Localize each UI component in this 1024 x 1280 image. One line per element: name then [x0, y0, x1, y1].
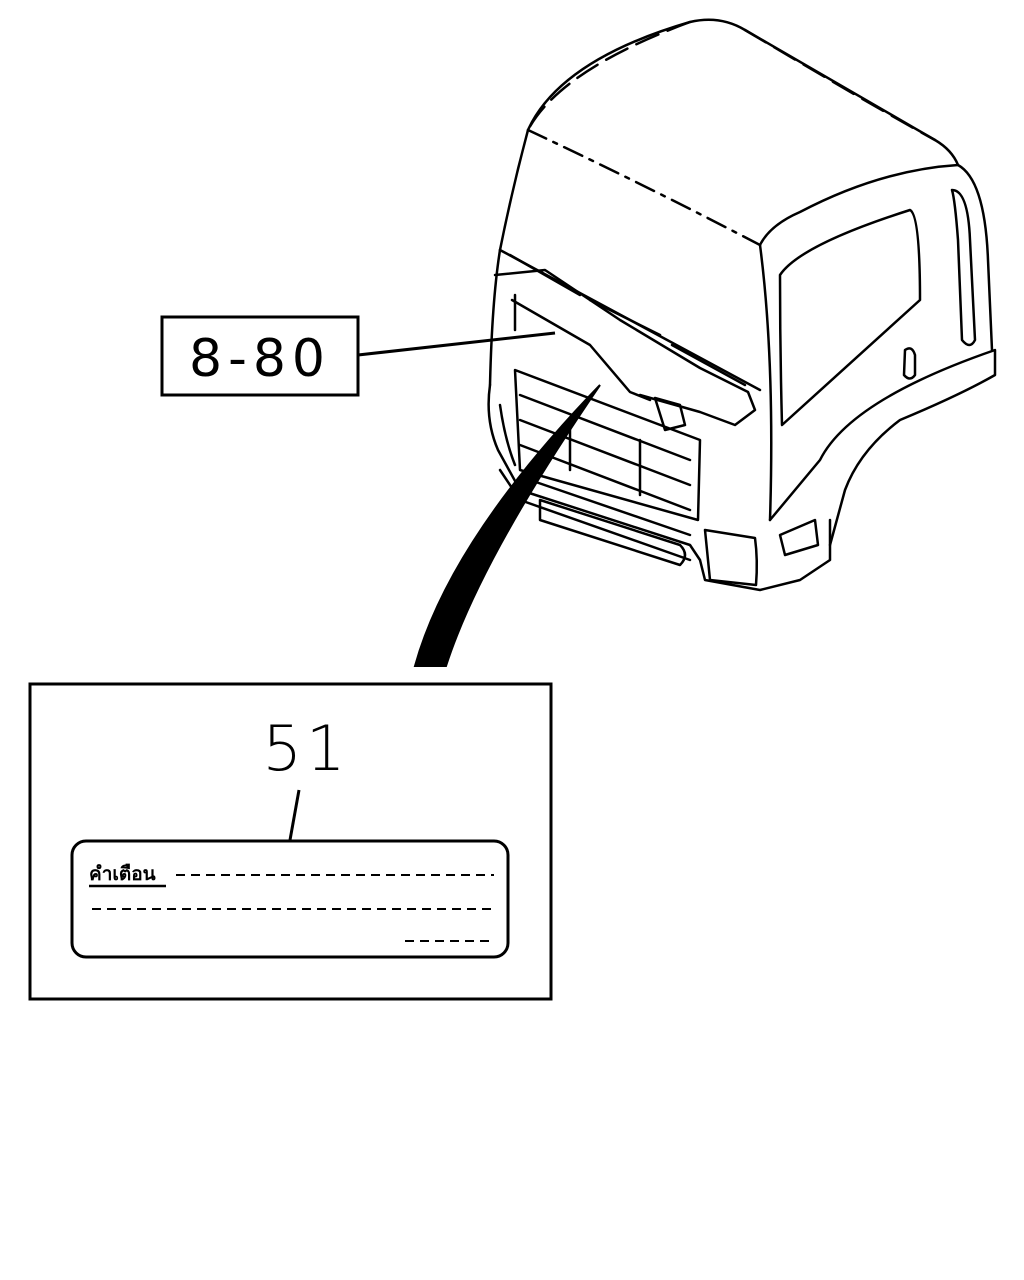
- detail-box: 51 คำเตือน: [28, 682, 553, 1001]
- part-number-label: 51: [263, 712, 350, 785]
- warning-decal: [70, 839, 510, 959]
- reference-label: 8-80: [189, 329, 331, 389]
- reference-box: 8-80: [160, 315, 360, 397]
- warning-word: คำเตือน: [89, 863, 156, 885]
- truck-cab-drawing: [487, 18, 997, 592]
- reference-leader-line: [357, 331, 556, 357]
- part-leader-line: [288, 789, 301, 841]
- callout-pointer: [413, 384, 601, 667]
